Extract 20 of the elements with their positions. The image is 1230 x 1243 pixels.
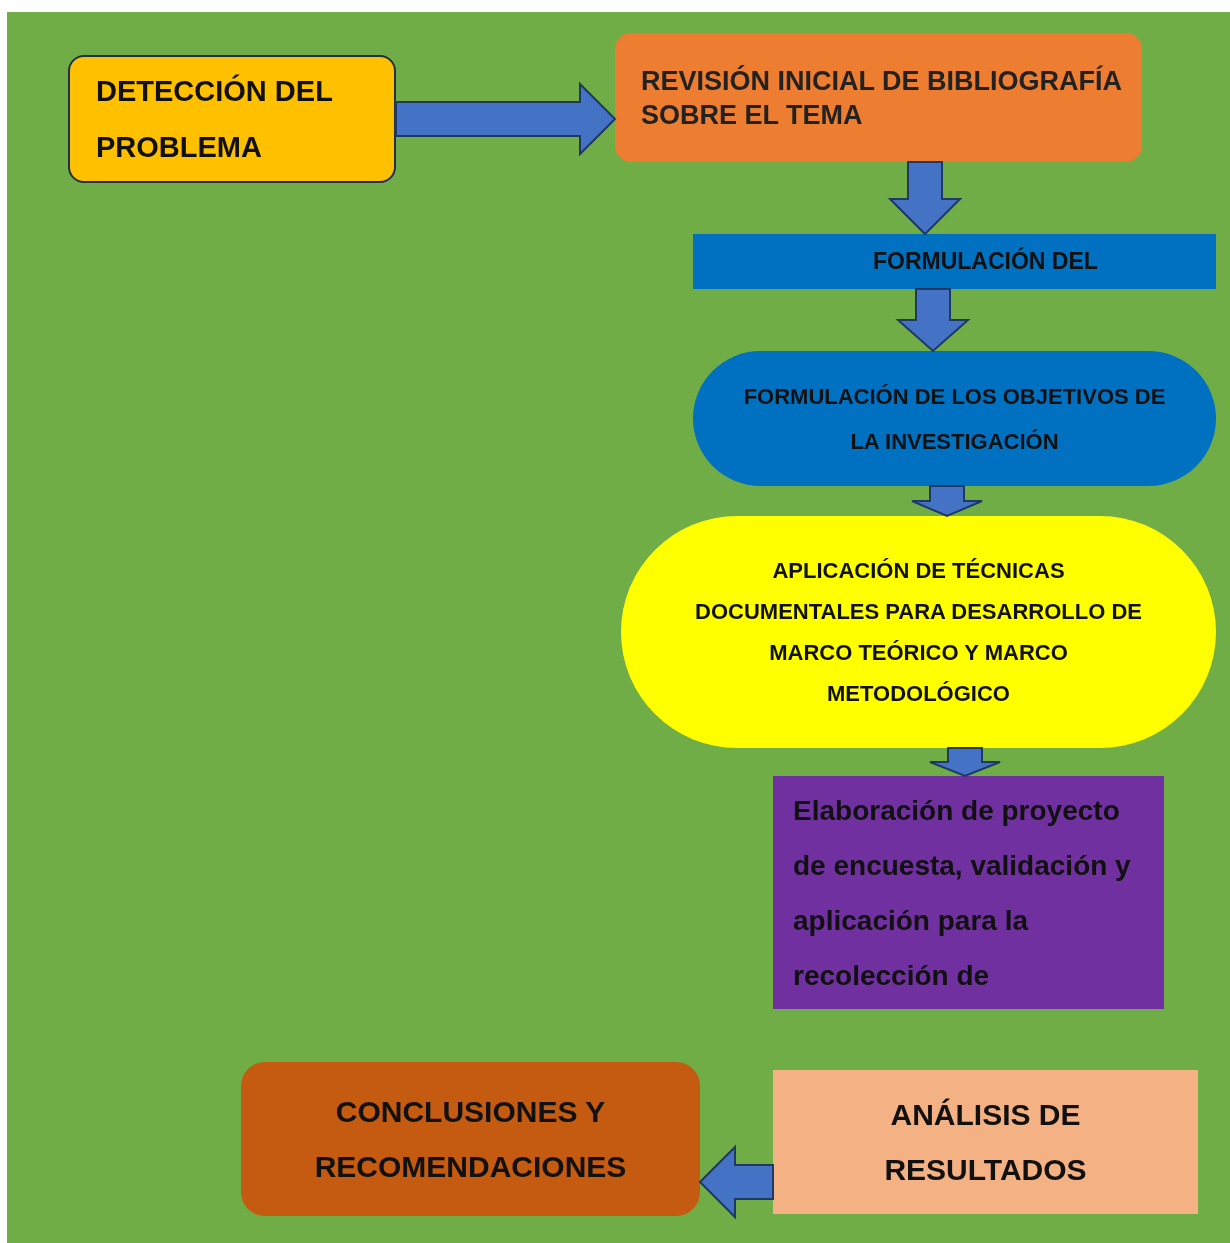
block-arrow bbox=[895, 288, 971, 353]
process-box bbox=[693, 234, 1216, 289]
node-text: CONCLUSIONES Y RECOMENDACIONES bbox=[313, 1094, 628, 1185]
node-text: FORMULACIÓN DEL bbox=[873, 246, 1098, 277]
node-text: Elaboración de proyecto de encuesta, validación y aplicación para la recolección de bbox=[793, 793, 1132, 993]
process-box bbox=[68, 55, 396, 183]
node-text: APLICACIÓN DE TÉCNICAS DOCUMENTALES PARA DESARROLLO DE MARCO TEÓRICO Y MARCO METODOLÓGICO bbox=[694, 557, 1143, 708]
node-text: DETECCIÓN DEL PROBLEMA bbox=[96, 73, 334, 165]
block-arrow bbox=[698, 1144, 774, 1220]
rounded-process-box bbox=[241, 1062, 700, 1216]
node-text: REVISIÓN INICIAL DE BIBLIOGRAFÍA SOBRE EL TEMA bbox=[641, 64, 1123, 132]
node-text: ANÁLISIS DE RESULTADOS bbox=[883, 1097, 1088, 1188]
process-box bbox=[773, 776, 1164, 1009]
block-arrow bbox=[911, 485, 983, 518]
process-box bbox=[615, 33, 1142, 162]
block-arrow bbox=[395, 81, 617, 157]
node-text: FORMULACIÓN DE LOS OBJETIVOS DE LA INVESTIGACIÓN bbox=[742, 382, 1167, 456]
block-arrow bbox=[929, 747, 1001, 778]
block-arrow bbox=[887, 161, 963, 236]
process-box bbox=[773, 1070, 1198, 1214]
